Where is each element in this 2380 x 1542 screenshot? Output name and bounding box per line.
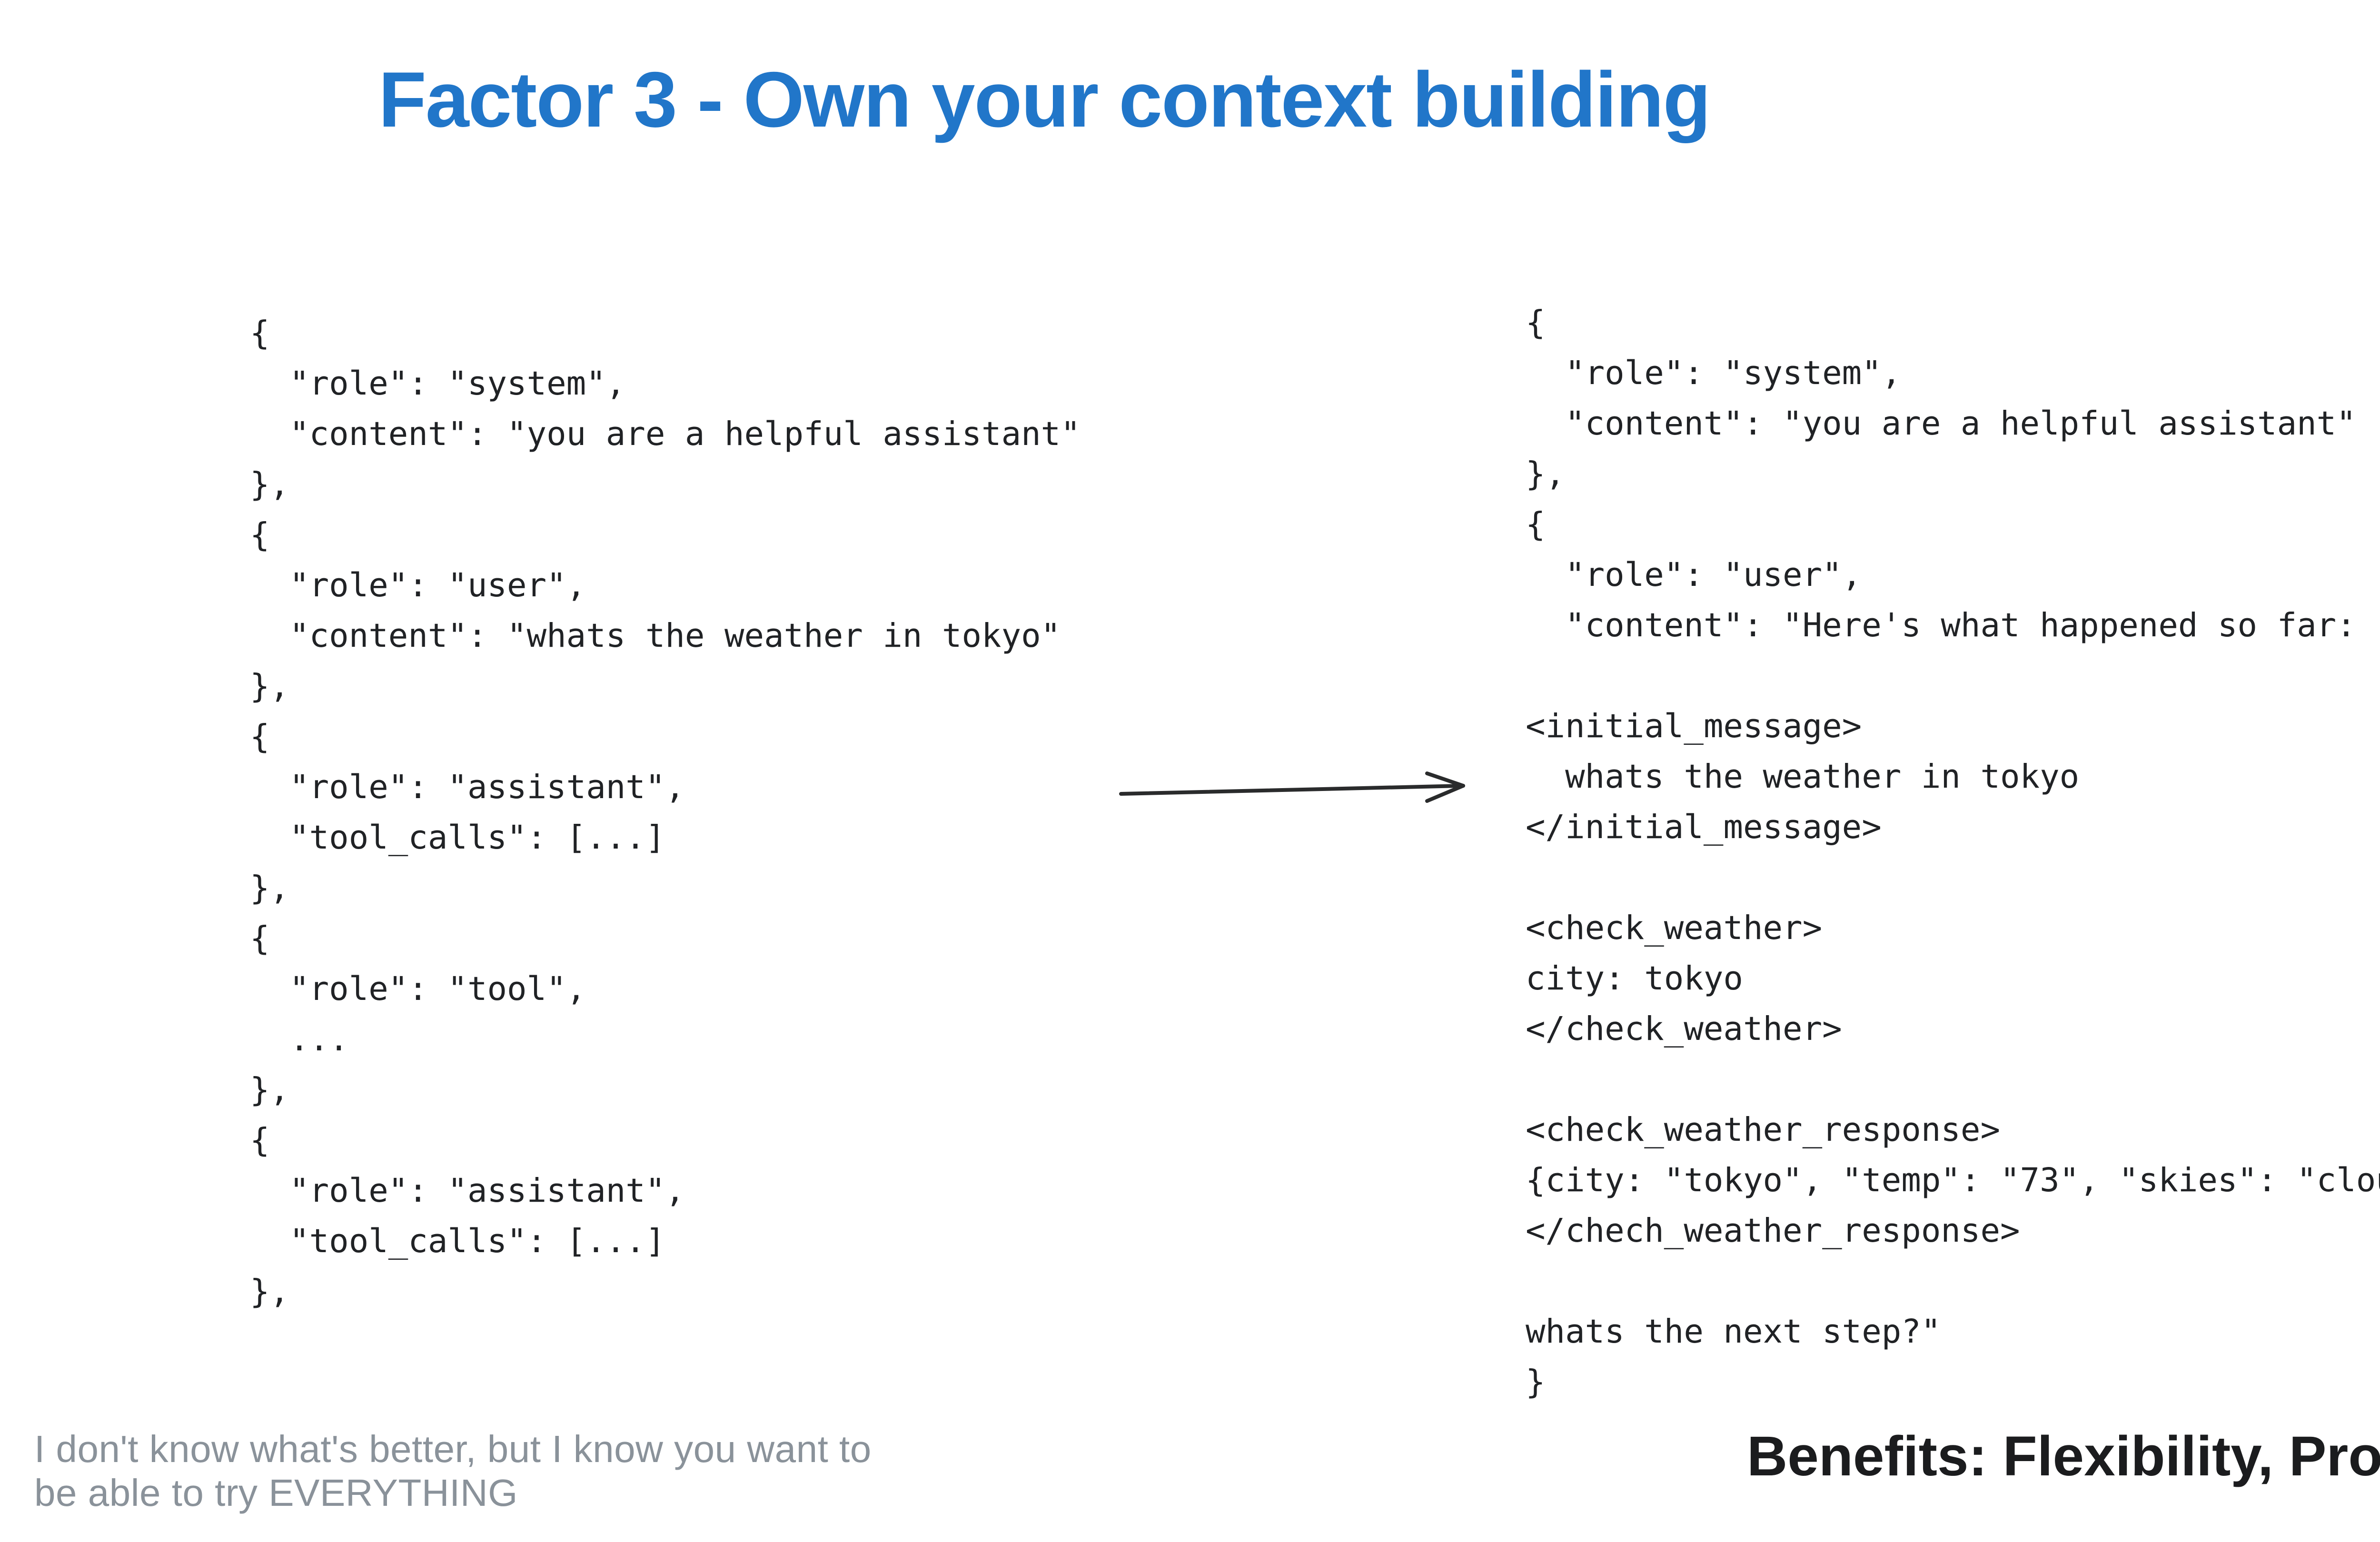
- right-code-block: { "role": "system", "content": "you are …: [1526, 304, 2380, 1401]
- benefits-label: Benefits: Flexibility, Prompt Control: [1747, 1425, 2380, 1488]
- footnote: I don't know what's better, but I know y…: [34, 1428, 872, 1514]
- arrow-right-icon: [1119, 771, 1465, 803]
- left-code-block: { "role": "system", "content": "you are …: [250, 314, 1081, 1311]
- page-title: Factor 3 - Own your context building: [378, 56, 1711, 143]
